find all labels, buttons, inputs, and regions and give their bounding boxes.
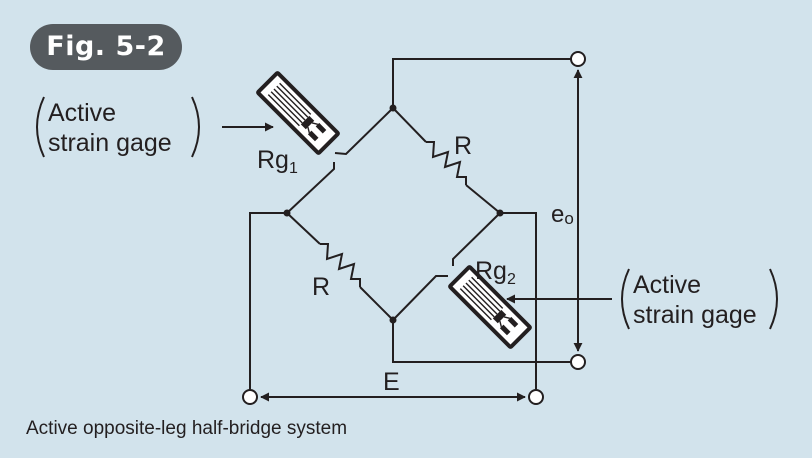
resistor-r-lower xyxy=(320,243,361,287)
wire-left-r-lower xyxy=(286,212,321,245)
wire-top-right xyxy=(392,107,427,143)
label-eo: eo xyxy=(551,201,574,228)
active-right-line1: Active xyxy=(633,271,701,299)
paren-right-open xyxy=(621,268,630,330)
active-left-line1: Active xyxy=(48,99,116,127)
wire-e-left xyxy=(249,212,287,390)
active-right-line2: strain gage xyxy=(633,301,757,329)
wire-eo-top xyxy=(392,58,571,108)
terminal-e-left xyxy=(242,389,258,405)
label-r-lower: R xyxy=(312,273,330,301)
wire-top-rg1 xyxy=(334,107,394,156)
node-left xyxy=(283,209,291,217)
paren-right-close xyxy=(769,268,778,330)
resistor-r-upper xyxy=(426,141,467,185)
wire-rg1-left xyxy=(286,162,335,214)
terminal-e-right xyxy=(528,389,544,405)
node-top xyxy=(389,104,397,112)
wire-eo-bottom xyxy=(392,320,571,363)
figure-badge: Fig. 5-2 xyxy=(30,24,182,70)
wire-r-upper-right xyxy=(465,184,501,214)
terminal-eo-top xyxy=(570,51,586,67)
wire-rg2-right xyxy=(452,212,501,266)
figure-caption: Active opposite-leg half-bridge system xyxy=(26,418,348,439)
wire-e-right xyxy=(500,212,537,390)
node-right xyxy=(496,209,504,217)
label-r-upper: R xyxy=(454,132,472,160)
label-rg2: Rg2 xyxy=(475,257,516,288)
label-rg1: Rg1 xyxy=(257,146,298,177)
wire-bottom-rg2 xyxy=(392,275,448,321)
label-e: E xyxy=(383,368,400,396)
active-left-line2: strain gage xyxy=(48,129,172,157)
node-bottom xyxy=(389,316,397,324)
strain-gage-rg1 xyxy=(254,69,342,157)
wire-r-lower-bottom xyxy=(359,286,394,321)
terminal-eo-bottom xyxy=(570,354,586,370)
paren-left-close xyxy=(191,96,200,158)
paren-left-open xyxy=(36,96,45,158)
